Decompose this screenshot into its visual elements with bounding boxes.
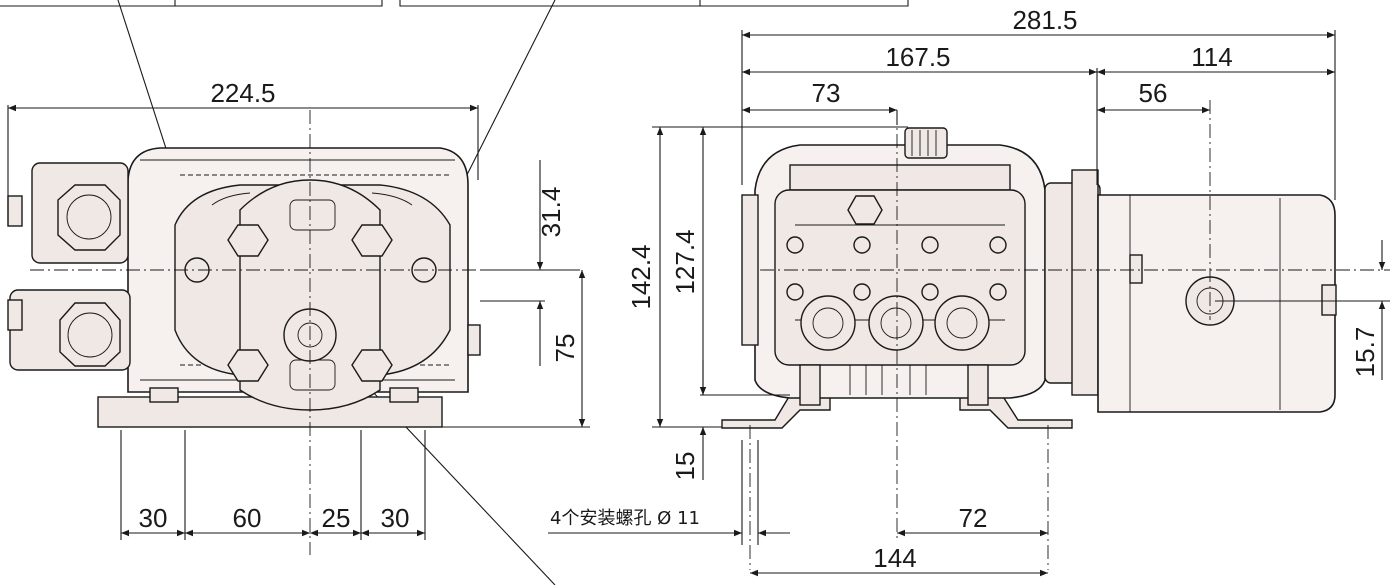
- dim-281-5: 281.5: [1012, 5, 1077, 35]
- valve-cap-2: [868, 295, 924, 351]
- dim-31-4: 31.4: [536, 187, 566, 238]
- dim-142-4: 142.4: [626, 244, 656, 309]
- top-hex-plug: [847, 195, 883, 225]
- dim-56: 56: [1139, 78, 1168, 108]
- flange-nut-2: [351, 224, 393, 257]
- side-view: [721, 127, 1337, 429]
- flange-nut-3: [227, 349, 269, 382]
- hex-plug-outlet: [59, 302, 121, 367]
- dim-167-5: 167.5: [885, 42, 950, 72]
- dim-127-4: 127.4: [670, 229, 700, 294]
- top-rib: [789, 164, 1011, 191]
- callout-box-left: [0, 0, 383, 7]
- dim-base-30-right: 30: [381, 503, 410, 533]
- dim-72: 72: [959, 503, 988, 533]
- crankcase-cover: [741, 194, 759, 346]
- dim-15: 15: [670, 452, 700, 481]
- oil-cap: [904, 127, 948, 159]
- valve-cap-3: [934, 295, 990, 351]
- dim-15-7: 15.7: [1350, 327, 1380, 378]
- dim-base-60: 60: [233, 503, 262, 533]
- dim-base-30-left: 30: [139, 503, 168, 533]
- dim-73: 73: [812, 78, 841, 108]
- center-boss: [239, 179, 381, 411]
- dim-144: 144: [873, 543, 916, 573]
- dim-224-5: 224.5: [210, 78, 275, 108]
- dim-base-25: 25: [322, 503, 351, 533]
- valve-cap-1: [800, 295, 856, 351]
- callout-box-right: [399, 0, 909, 7]
- flange-nut-4: [351, 349, 393, 382]
- dim-75: 75: [550, 334, 580, 363]
- mounting-hole-note: 4个安装螺孔 Ø 11: [550, 508, 700, 529]
- dim-114: 114: [1191, 42, 1232, 72]
- flange-nut-1: [227, 224, 269, 257]
- front-view: [7, 147, 481, 428]
